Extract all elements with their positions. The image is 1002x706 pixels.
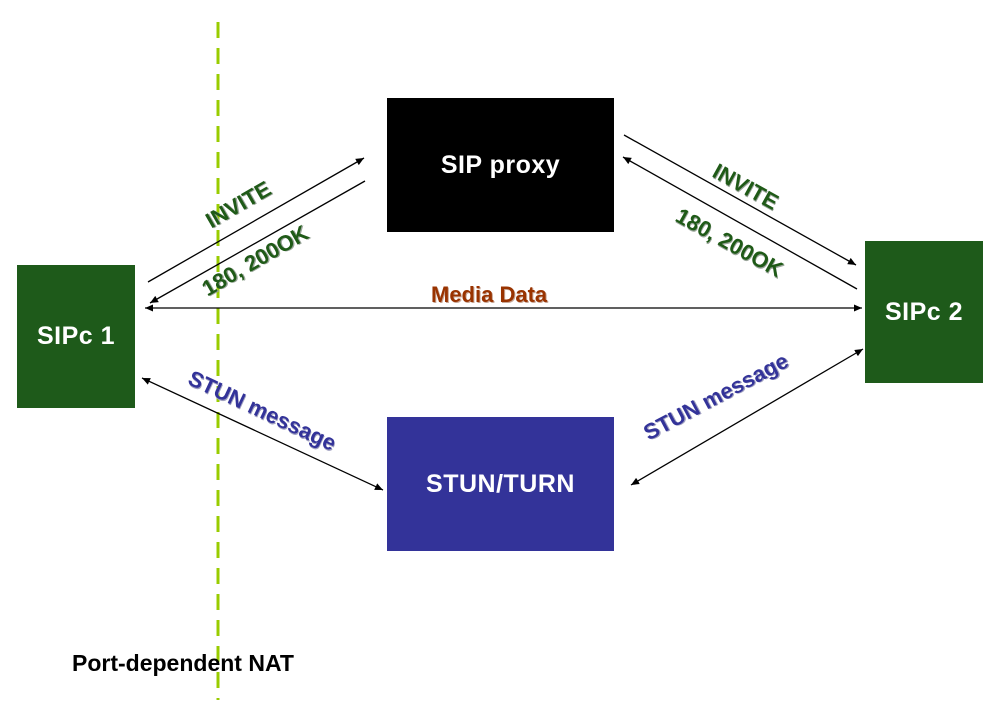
sipc1-box: SIPc 1 (17, 265, 135, 408)
stun-turn-label: STUN/TURN (426, 469, 575, 498)
nat-label: Port-dependent NAT (72, 650, 294, 676)
sipc2-box: SIPc 2 (865, 241, 983, 383)
media-data-label: Media Data (431, 282, 548, 307)
sipc1-label: SIPc 1 (36, 322, 116, 350)
stun-right-arrow (630, 348, 864, 486)
sipc2-label: SIPc 2 (884, 297, 964, 326)
stun-left-arrow (141, 377, 384, 491)
invite-right-arrow (623, 134, 857, 266)
response-right-arrow (622, 156, 858, 290)
sip-proxy-label: SIP proxy (440, 150, 561, 179)
sip-proxy-box: SIP proxy (387, 98, 614, 232)
stun-turn-box: STUN/TURN (387, 417, 614, 551)
response-left-arrow (149, 180, 366, 304)
invite-left-arrow (147, 157, 365, 283)
